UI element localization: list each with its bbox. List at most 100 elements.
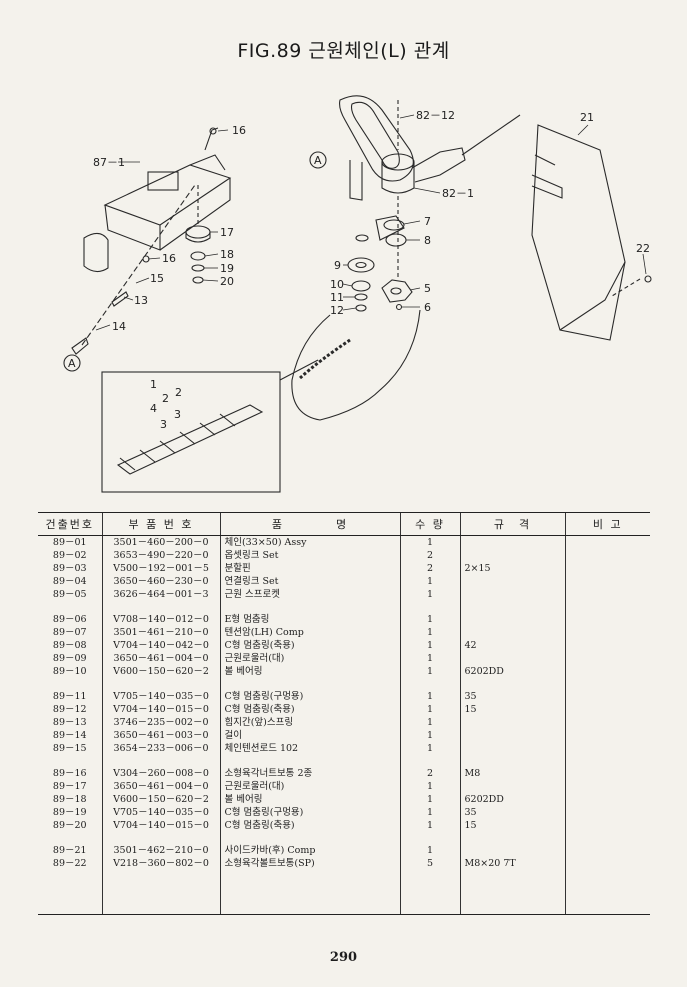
spacer-cell [38, 755, 102, 767]
detail-label-2: 2 [162, 392, 169, 405]
remarks-cell [564, 793, 650, 806]
part-name-cell: 걸이 [219, 729, 400, 742]
spacer-cell [219, 678, 400, 690]
part-no-cell: V600－150－620－2 [101, 793, 220, 806]
part-name-cell: 연결링크 Set [219, 575, 400, 588]
part-no-cell: 3650－460－230－0 [101, 575, 220, 588]
part-name-cell: C형 멈춤링(축용) [219, 703, 400, 716]
qty-cell: 1 [399, 690, 460, 703]
spacer-cell [219, 870, 400, 915]
part-no-cell: 3653－490－220－0 [101, 549, 220, 562]
callout-18: 18 [220, 248, 234, 261]
spec-cell [459, 575, 565, 588]
detail-label-2: 2 [175, 386, 182, 399]
remarks-cell [564, 575, 650, 588]
part-no-cell: V600－150－620－2 [101, 665, 220, 678]
ref-no-cell: 89－15 [52, 743, 87, 754]
ref-no-cell: 89－05 [52, 589, 87, 600]
part-name-cell: 체인(33×50) Assy [219, 535, 400, 549]
spacer-cell [399, 832, 460, 844]
spec-cell [459, 652, 565, 665]
part-name-cell: 사이드카바(후) Comp [219, 844, 400, 857]
ref-no-cell: 89－03 [52, 563, 87, 574]
remarks-cell [564, 665, 650, 678]
part-no-cell: 3746－235－002－0 [101, 716, 220, 729]
header-ref-no: 건출번호 [38, 512, 102, 536]
header-qty: 수 량 [399, 512, 460, 536]
figure-title: FIG.89 근원체인(L) 관계 [237, 40, 450, 62]
part-name-cell: 힘지간(앞)스프링 [219, 716, 400, 729]
detail-label-3: 3 [160, 418, 167, 431]
callout-10: 10 [330, 278, 344, 291]
callout-11: 11 [330, 291, 344, 304]
spec-cell: 2×15 [459, 562, 565, 575]
spacer-cell [38, 832, 102, 844]
ref-no-cell: 89－14 [52, 730, 87, 741]
spacer-row [38, 678, 650, 690]
part-name-cell: 근원 스프로켓 [219, 588, 400, 601]
part-no-cell: V218－360－802－0 [101, 857, 220, 870]
spacer-row [38, 832, 650, 844]
ref-no-cell: 89－22 [52, 858, 87, 869]
qty-cell: 1 [399, 535, 460, 549]
part-no-cell: V304－260－008－0 [101, 767, 220, 780]
detail-label-3: 3 [174, 408, 181, 421]
part-no-cell: 3650－461－004－0 [101, 780, 220, 793]
spacer-cell [219, 832, 400, 844]
ref-no-cell: 89－21 [52, 845, 87, 856]
part-no-cell: 3626－464－001－3 [101, 588, 220, 601]
part-name-cell: 옵셋링크 Set [219, 549, 400, 562]
spec-cell: 42 [459, 639, 565, 652]
part-name-cell: C형 멈춤링(구멍용) [219, 806, 400, 819]
callout-82-12: 82－12 [416, 109, 455, 122]
part-name-cell: 볼 베어링 [219, 793, 400, 806]
remarks-cell [564, 742, 650, 755]
part-no-cell: V705－140－035－0 [101, 690, 220, 703]
callout-17: 17 [220, 226, 234, 239]
spacer-cell [38, 601, 102, 613]
qty-cell: 2 [399, 767, 460, 780]
spec-cell [459, 588, 565, 601]
spacer-cell [101, 678, 220, 690]
qty-cell: 1 [399, 806, 460, 819]
spacer-cell [564, 755, 650, 767]
spec-cell [459, 549, 565, 562]
callout-22: 22 [636, 242, 650, 255]
callout-16: 16 [162, 252, 176, 265]
part-name-cell: 소형육각볼트보통(SP) [219, 857, 400, 870]
spacer-cell [101, 832, 220, 844]
callout-20: 20 [220, 275, 234, 288]
ref-no-cell: 89－17 [52, 781, 87, 792]
remarks-cell [564, 780, 650, 793]
spec-cell: 6202DD [459, 793, 565, 806]
qty-cell: 1 [399, 575, 460, 588]
part-name-cell: 볼 베어링 [219, 665, 400, 678]
spacer-cell [399, 755, 460, 767]
spacer-row [38, 755, 650, 767]
header-part-name: 품 명 [219, 512, 400, 536]
qty-cell: 1 [399, 729, 460, 742]
spacer-cell [564, 678, 650, 690]
remarks-cell [564, 690, 650, 703]
qty-cell: 1 [399, 588, 460, 601]
part-no-cell: V704－140－015－0 [101, 703, 220, 716]
remarks-cell [564, 716, 650, 729]
spacer-cell [219, 601, 400, 613]
callout-7: 7 [424, 215, 431, 228]
remarks-cell [564, 819, 650, 832]
header-remarks: 비 고 [564, 512, 650, 536]
part-name-cell: C형 멈춤링(구멍용) [219, 690, 400, 703]
spec-cell: M8 [459, 767, 565, 780]
spacer-cell [399, 601, 460, 613]
callout-82-1: 82－1 [442, 187, 474, 200]
